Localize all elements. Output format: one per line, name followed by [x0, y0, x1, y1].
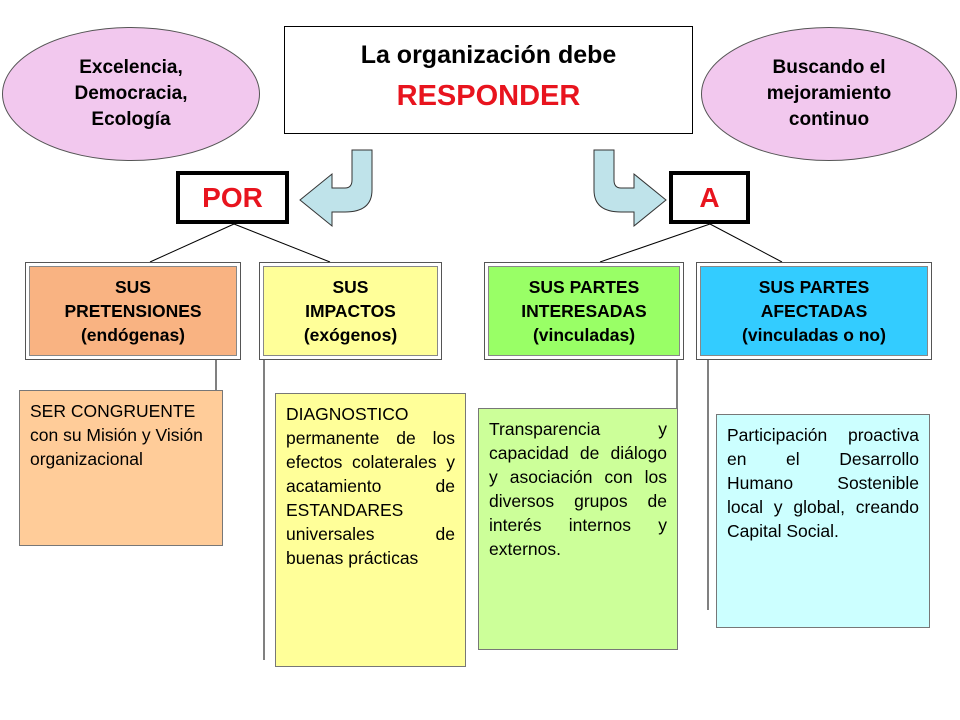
curved-arrow-right-icon	[593, 149, 667, 228]
curved-arrow-left-icon	[299, 149, 373, 228]
ellipse-right: Buscando el mejoramiento continuo	[701, 27, 957, 161]
ellipse-left-text: Excelencia, Democracia, Ecología	[74, 57, 188, 130]
title-line1: La organización debe	[360, 41, 617, 69]
category-impactos-text: SUS IMPACTOS (exógenos)	[303, 277, 398, 345]
ellipse-left: Excelencia, Democracia, Ecología	[2, 27, 260, 161]
label-a: A	[669, 171, 750, 224]
category-afectadas-text: SUS PARTES AFECTADAS (vinculadas o no)	[742, 277, 886, 345]
title-box: La organización debe RESPONDER	[284, 26, 693, 134]
category-pretensiones-text: SUS PRETENSIONES (endógenas)	[64, 277, 202, 345]
label-a-text: A	[699, 181, 720, 213]
line-a-interesadas	[599, 223, 711, 263]
category-interesadas: SUS PARTES INTERESADAS (vinculadas)	[484, 262, 684, 360]
line-por-pretensiones	[149, 223, 235, 263]
line-por-impactos	[233, 223, 331, 263]
description-interesadas: Transparencia y capacidad de diálogo y a…	[478, 408, 678, 650]
ellipse-right-text: Buscando el mejoramiento continuo	[766, 57, 892, 130]
label-por-text: POR	[202, 181, 263, 213]
line-a-afectadas	[709, 223, 783, 263]
category-pretensiones: SUS PRETENSIONES (endógenas)	[25, 262, 241, 360]
description-afectadas: Participación proactiva en el Desarrollo…	[716, 414, 930, 628]
category-impactos: SUS IMPACTOS (exógenos)	[259, 262, 442, 360]
description-pretensiones: SER CONGRUENTE con su Misión y Visión or…	[19, 390, 223, 546]
category-afectadas: SUS PARTES AFECTADAS (vinculadas o no)	[696, 262, 932, 360]
title-line2: RESPONDER	[396, 80, 581, 112]
description-impactos: DIAGNOSTICO permanente de los efectos co…	[275, 393, 466, 667]
category-interesadas-text: SUS PARTES INTERESADAS (vinculadas)	[521, 277, 647, 345]
label-por: POR	[176, 171, 289, 224]
